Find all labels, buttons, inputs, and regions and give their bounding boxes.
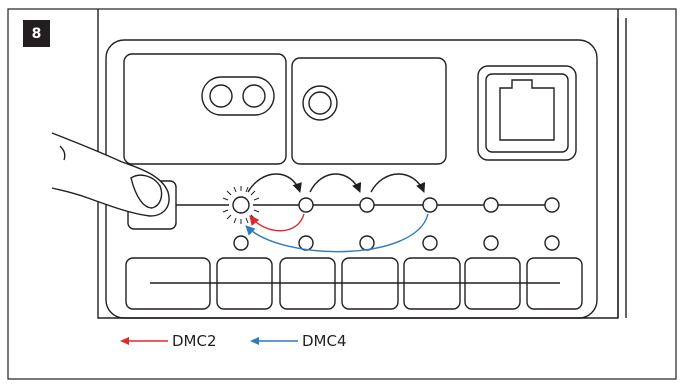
- led-1-lit: [232, 196, 250, 214]
- led-2: [298, 197, 314, 213]
- control-panel: [105, 39, 598, 319]
- led-3: [359, 197, 375, 213]
- dual-connector-icon: [201, 76, 275, 116]
- ethernet-port-housing: [477, 65, 577, 161]
- finger-icon: [51, 132, 170, 217]
- sequence-arrow-1: [247, 173, 302, 193]
- led-5: [483, 197, 499, 213]
- led-6: [544, 197, 560, 213]
- middle-connector-bay: [291, 57, 447, 165]
- terminal-6: [464, 257, 521, 310]
- legend-arrow-dmc4: [250, 337, 298, 345]
- led-lower-3: [359, 235, 375, 251]
- step-number-badge: 8: [23, 20, 50, 47]
- led-lower-2: [298, 235, 314, 251]
- device-body: [97, 9, 627, 319]
- left-connector-bay: [123, 53, 287, 165]
- ethernet-port-icon: [499, 79, 555, 141]
- terminal-2: [216, 257, 273, 310]
- led-lower-4: [422, 235, 438, 251]
- legend-label-dmc2: DMC2: [172, 332, 217, 350]
- legend-arrow-dmc2: [120, 337, 168, 345]
- led-lower-1: [233, 235, 249, 251]
- terminal-1: [125, 257, 211, 310]
- led-glow-rays: [222, 186, 260, 224]
- terminal-7: [526, 257, 583, 310]
- round-connector-icon: [302, 85, 338, 121]
- sequence-arrow-2: [309, 173, 362, 193]
- terminal-row: [125, 257, 583, 310]
- terminal-3: [279, 257, 336, 310]
- terminal-5: [403, 257, 461, 310]
- led-lower-6: [544, 235, 560, 251]
- led-4: [422, 197, 438, 213]
- dmc2-return-arrow: [249, 213, 305, 232]
- legend-label-dmc4: DMC4: [302, 332, 347, 350]
- dmc4-return-arrow: [245, 213, 429, 253]
- led-lower-5: [483, 235, 499, 251]
- figure-frame: [7, 8, 677, 380]
- terminal-4: [341, 257, 399, 310]
- sequence-arrow-3: [370, 173, 426, 193]
